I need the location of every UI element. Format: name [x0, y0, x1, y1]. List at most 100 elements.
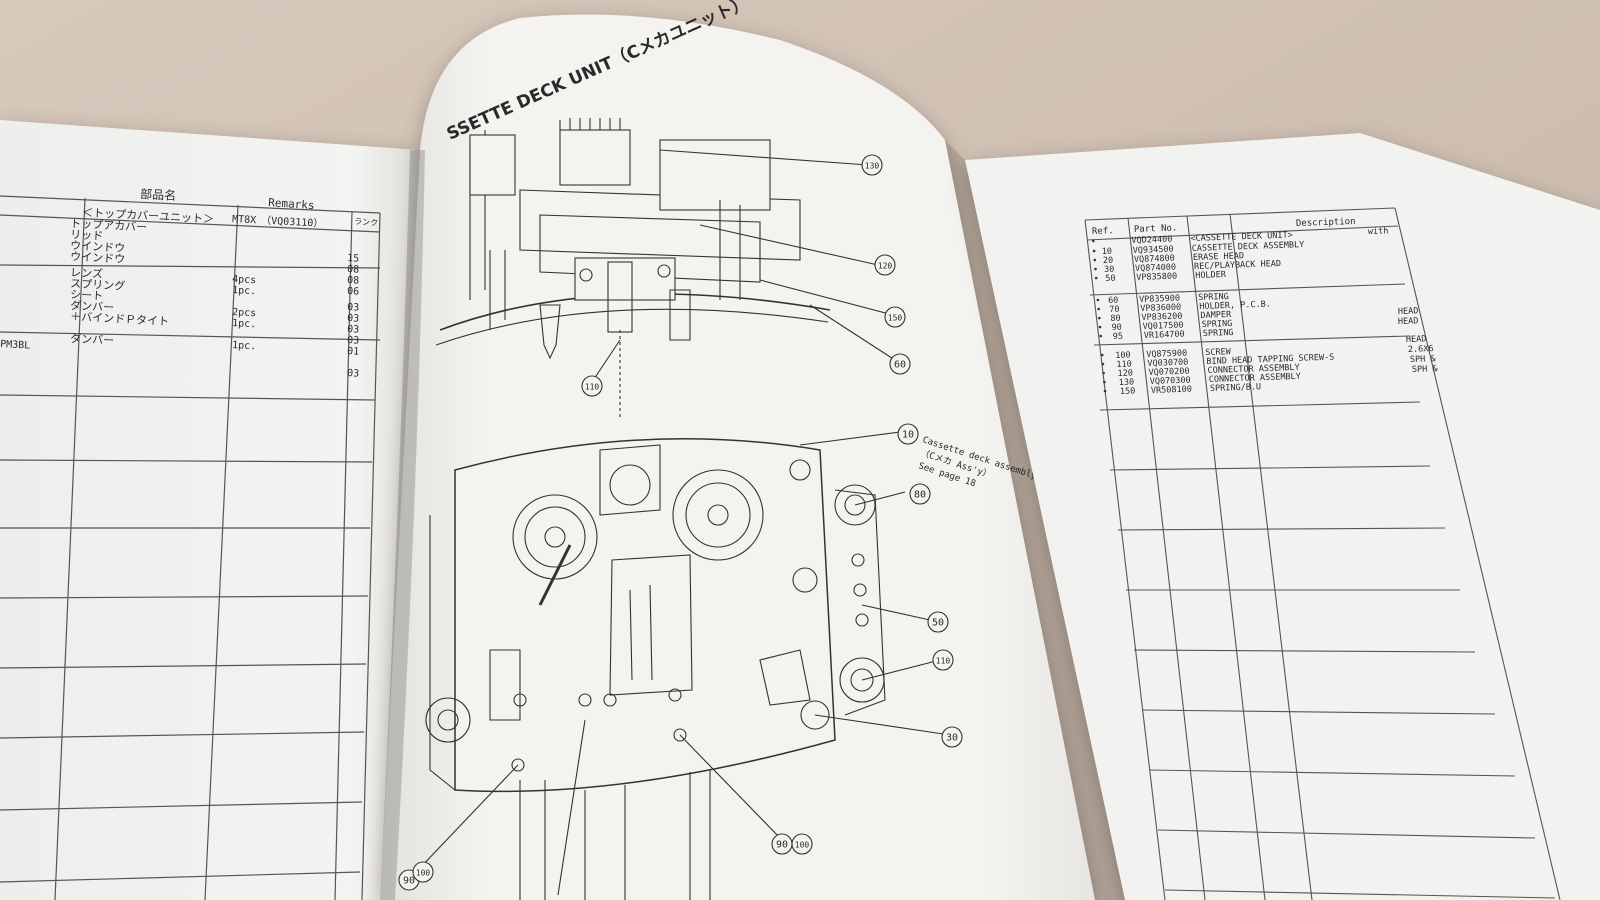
right-row-description: ERASE HEAD: [1193, 251, 1245, 263]
right-row-ref: 90: [1111, 323, 1122, 333]
left-row-name: トップアカバー: [70, 217, 148, 234]
header-ref: Ref.: [1092, 226, 1114, 237]
right-row-description: REC/PLAYBACK HEAD: [1194, 259, 1281, 272]
right-row-ref: 150: [1120, 386, 1136, 397]
left-row-rank: 03: [347, 368, 360, 380]
left-row-rank: 03: [347, 335, 360, 347]
left-page: [0, 120, 420, 900]
right-row-description: HOLDER, P.C.B.: [1199, 300, 1271, 312]
left-row-remark: MT8X （VQ03110）: [232, 213, 324, 230]
header-remarks: Remarks: [268, 196, 315, 212]
right-row-part-no: VP836200: [1141, 312, 1182, 323]
header-description: Description: [1296, 217, 1356, 229]
callout-number: 90: [403, 876, 415, 887]
left-row-rank: 01: [347, 346, 360, 358]
right-row-ref: 130: [1119, 377, 1135, 388]
right-row-description: CONNECTOR ASSEMBLY: [1209, 372, 1301, 385]
left-row-model: PM3BL: [0, 339, 30, 352]
callout-number: 120: [878, 262, 893, 271]
callout-circle: [581, 375, 603, 397]
right-row-ref: 30: [1104, 265, 1115, 275]
right-row-part-no: VQ934500: [1133, 245, 1174, 256]
left-row-rank: 03: [347, 302, 360, 314]
right-row-description: <CASSETTE DECK UNIT>: [1190, 230, 1293, 244]
right-page: [965, 133, 1600, 900]
right-row-part-no: VQ070200: [1148, 367, 1189, 378]
callout-number: 30: [946, 733, 958, 744]
left-row-name: リッド: [70, 228, 104, 243]
left-row-rank: 03: [347, 313, 360, 325]
callout-number: 100: [795, 841, 810, 850]
left-row-name: ダンバー: [70, 298, 115, 314]
right-side-note: HEAD: [1398, 306, 1419, 317]
right-row-ref: 80: [1110, 314, 1121, 324]
left-row-remark: 4pcs: [232, 274, 257, 286]
left-row-rank: 08: [347, 275, 360, 287]
row-bullet-dot: [1103, 380, 1106, 384]
right-row-ref: 100: [1115, 350, 1131, 361]
right-side-note: HEAD: [1406, 334, 1427, 345]
row-bullet-dot: [1103, 389, 1107, 393]
row-bullet-dot: [1094, 276, 1098, 280]
callout-circle: [884, 306, 906, 328]
row-bullet-dot: [1098, 316, 1101, 320]
right-row-part-no: VR164700: [1144, 330, 1185, 341]
callout-circle: [927, 611, 949, 633]
callout-number: 50: [932, 618, 944, 629]
left-gutter-shadow: [380, 150, 425, 900]
callout-circle: [897, 423, 919, 445]
left-row-rank: 08: [347, 264, 360, 276]
right-row-ref: 20: [1103, 256, 1114, 266]
right-row-part-no: VQ030700: [1147, 358, 1188, 369]
callout-circle: [941, 726, 963, 748]
left-row-remark: 1pc.: [232, 340, 257, 352]
right-row-part-no: VQ875900: [1146, 349, 1187, 360]
row-bullet-dot: [1102, 371, 1105, 375]
callout-circle: [932, 649, 954, 671]
right-row-description: BIND HEAD TAPPING SCREW-S: [1206, 353, 1334, 367]
left-table-headers: 部品名 Remarks ランク: [140, 186, 379, 228]
right-row-part-no: VQ070300: [1150, 376, 1191, 387]
right-row-ref: 10: [1102, 247, 1113, 257]
right-row-part-no: VQ874000: [1135, 263, 1176, 274]
right-row-ref: 50: [1105, 274, 1116, 284]
right-row-ref: 60: [1108, 296, 1119, 306]
right-row-description: CASSETTE DECK ASSEMBLY: [1192, 240, 1305, 254]
right-row-part-no: VP836000: [1140, 303, 1181, 314]
callout-number: 90: [776, 840, 788, 851]
right-table-headers: Ref. Part No. Description: [1092, 217, 1356, 237]
callout-number: 110: [585, 383, 600, 392]
left-row-remark: 1pc.: [232, 285, 257, 297]
right-row-part-no: VP835900: [1139, 294, 1180, 305]
right-table-rows: VQD24400 <CASSETTE DECK UNIT> 10 VQ934500 CA…: [1092, 230, 1334, 397]
right-side-note: 2.6X6: [1408, 344, 1434, 355]
right-side-note: SPH &: [1412, 364, 1439, 375]
callout-number: 60: [894, 360, 906, 371]
right-row-description: SPRING: [1198, 292, 1229, 303]
callout-number: 110: [936, 657, 951, 666]
right-row-part-no: VQ017500: [1142, 321, 1183, 332]
right-side-note: SPH &: [1410, 354, 1437, 365]
callout-circle: [412, 861, 434, 883]
left-row-name: レンズ: [70, 265, 103, 281]
right-side-note: with: [1368, 226, 1389, 237]
right-row-description: SPRING: [1201, 319, 1232, 330]
right-row-description: SPRING: [1203, 328, 1234, 339]
row-bullet-dot: [1099, 334, 1103, 338]
right-row-description: DAMPER: [1200, 310, 1232, 321]
left-row-rank: 06: [347, 286, 360, 298]
callout-circle: [909, 483, 931, 505]
left-parts-table: [0, 195, 381, 900]
row-bullet-dot: [1101, 362, 1105, 366]
header-rank: ランク: [354, 217, 379, 228]
left-row-name: ウインドウ: [70, 250, 126, 266]
right-row-ref: 110: [1116, 359, 1132, 370]
left-row-remark: 2pcs: [232, 307, 257, 319]
callout-number: 130: [865, 162, 880, 171]
right-row-part-no: VP835800: [1136, 272, 1177, 283]
right-row-part-no: VR508100: [1151, 385, 1192, 396]
callout-circle: [874, 254, 896, 276]
callout-number: 80: [914, 490, 926, 501]
right-row-part-no: VQD24400: [1131, 235, 1172, 246]
